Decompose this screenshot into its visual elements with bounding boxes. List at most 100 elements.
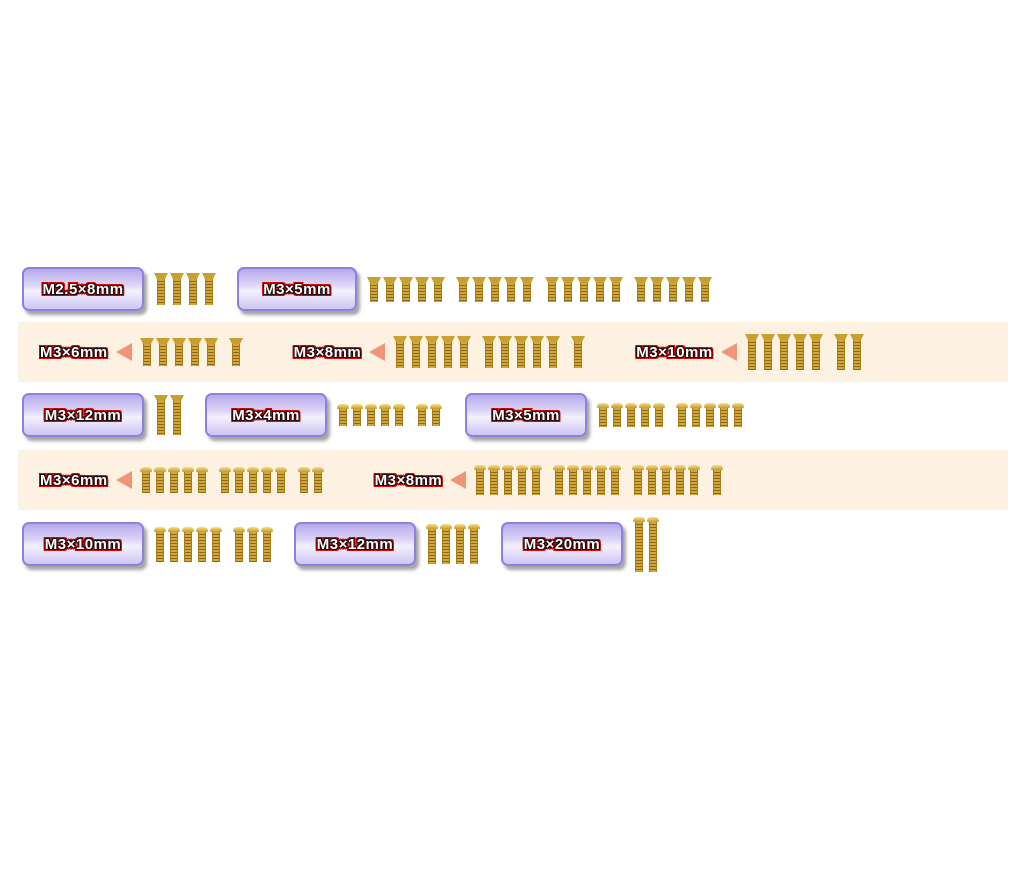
button-head-screw-icon xyxy=(154,526,166,562)
size-label: M3×10mm xyxy=(636,343,713,361)
button-head-screw-icon xyxy=(474,464,487,496)
button-head-screw-icon xyxy=(597,403,609,427)
button-head-screw-icon xyxy=(567,464,580,496)
button-head-screw-icon xyxy=(440,524,452,564)
button-head-screw-icon xyxy=(609,464,622,496)
countersunk-screw-icon xyxy=(760,334,775,370)
screw-size-m3-8mm: M3×8mm xyxy=(294,336,597,368)
countersunk-screw-icon xyxy=(383,276,397,302)
button-head-screw-icon xyxy=(311,466,324,494)
button-head-screw-icon xyxy=(247,526,259,562)
countersunk-screw-icon xyxy=(650,276,664,302)
button-head-screw-icon xyxy=(581,464,594,496)
countersunk-screw-icon xyxy=(472,276,486,302)
size-label: M2.5×8mm xyxy=(42,280,124,298)
screw-size-m3-6mm: M3×6mm xyxy=(40,466,335,494)
button-head-screw-icon xyxy=(210,526,222,562)
countersunk-screw-icon xyxy=(154,394,168,436)
countersunk-screw-icon xyxy=(393,336,408,368)
screw-row-2: M3×6mm M3×8mm M3×10mm xyxy=(18,322,1008,382)
screw-icons xyxy=(633,516,670,572)
button-head-screw-icon xyxy=(488,464,501,496)
size-badge: M3×20mm xyxy=(501,522,623,566)
countersunk-screw-icon xyxy=(431,276,445,302)
button-head-screw-icon xyxy=(260,466,273,494)
countersunk-screw-icon xyxy=(577,276,591,302)
size-label: M3×8mm xyxy=(374,471,443,489)
countersunk-screw-icon xyxy=(415,276,429,302)
button-head-screw-icon xyxy=(732,403,744,427)
countersunk-screw-icon xyxy=(609,276,623,302)
button-head-screw-icon xyxy=(168,526,180,562)
button-head-screw-icon xyxy=(195,466,208,494)
button-head-screw-icon xyxy=(232,466,245,494)
button-head-screw-icon xyxy=(182,526,194,562)
pointer-arrow-icon xyxy=(720,343,737,361)
screw-icons xyxy=(139,466,335,494)
button-head-screw-icon xyxy=(625,403,637,427)
countersunk-screw-icon xyxy=(571,336,586,368)
countersunk-screw-icon xyxy=(186,273,200,305)
button-head-screw-icon xyxy=(297,466,310,494)
screw-size-m3-12mm: M3×12mm xyxy=(22,393,195,437)
screw-icons xyxy=(474,464,734,496)
button-head-screw-icon xyxy=(639,403,651,427)
screw-size-m3-5mm: M3×5mm xyxy=(465,393,755,437)
size-label: M3×10mm xyxy=(44,535,122,553)
countersunk-screw-icon xyxy=(504,276,518,302)
countersunk-screw-icon xyxy=(849,334,864,370)
size-label: M3×12mm xyxy=(44,406,122,424)
countersunk-screw-icon xyxy=(792,334,807,370)
screw-row-3: M3×12mm M3×4mm M3×5mm xyxy=(18,390,1008,440)
button-head-screw-icon xyxy=(167,466,180,494)
button-head-screw-icon xyxy=(261,526,273,562)
button-head-screw-icon xyxy=(553,464,566,496)
countersunk-screw-icon xyxy=(498,336,513,368)
countersunk-screw-icon xyxy=(666,276,680,302)
countersunk-screw-icon xyxy=(482,336,497,368)
button-head-screw-icon xyxy=(196,526,208,562)
countersunk-screw-icon xyxy=(170,394,184,436)
button-head-screw-icon xyxy=(674,464,687,496)
countersunk-screw-icon xyxy=(744,334,759,370)
button-head-screw-icon xyxy=(646,464,659,496)
screw-icons xyxy=(337,404,453,426)
countersunk-screw-icon xyxy=(561,276,575,302)
button-head-screw-icon xyxy=(393,404,405,426)
countersunk-screw-icon xyxy=(409,336,424,368)
pointer-arrow-icon xyxy=(115,343,132,361)
screw-icons xyxy=(393,336,596,368)
button-head-screw-icon xyxy=(704,403,716,427)
button-head-screw-icon xyxy=(502,464,515,496)
countersunk-screw-icon xyxy=(367,276,381,302)
size-badge: M3×10mm xyxy=(22,522,144,566)
countersunk-screw-icon xyxy=(682,276,696,302)
size-badge: M3×12mm xyxy=(294,522,416,566)
countersunk-screw-icon xyxy=(520,276,534,302)
button-head-screw-icon xyxy=(468,524,480,564)
button-head-screw-icon xyxy=(337,404,349,426)
screw-size-m3-4mm: M3×4mm xyxy=(205,393,453,437)
button-head-screw-icon xyxy=(611,403,623,427)
button-head-screw-icon xyxy=(365,404,377,426)
countersunk-screw-icon xyxy=(399,276,413,302)
button-head-screw-icon xyxy=(351,404,363,426)
countersunk-screw-icon xyxy=(530,336,545,368)
button-head-screw-icon xyxy=(530,464,543,496)
countersunk-screw-icon xyxy=(187,338,202,366)
countersunk-screw-icon xyxy=(698,276,712,302)
size-badge: M3×4mm xyxy=(205,393,327,437)
button-head-screw-icon xyxy=(690,403,702,427)
button-head-screw-icon xyxy=(430,404,442,426)
size-label: M3×4mm xyxy=(232,406,300,424)
button-head-screw-icon xyxy=(688,464,701,496)
size-label: M3×6mm xyxy=(40,343,108,361)
screw-size-m2.5-8mm: M2.5×8mm xyxy=(22,267,227,311)
button-head-screw-icon xyxy=(181,466,194,494)
screw-size-m3-5mm: M3×5mm xyxy=(237,267,723,311)
countersunk-screw-icon xyxy=(456,276,470,302)
countersunk-screw-icon xyxy=(457,336,472,368)
button-head-screw-icon xyxy=(454,524,466,564)
screw-icons xyxy=(367,276,723,302)
size-badge: M2.5×8mm xyxy=(22,267,144,311)
